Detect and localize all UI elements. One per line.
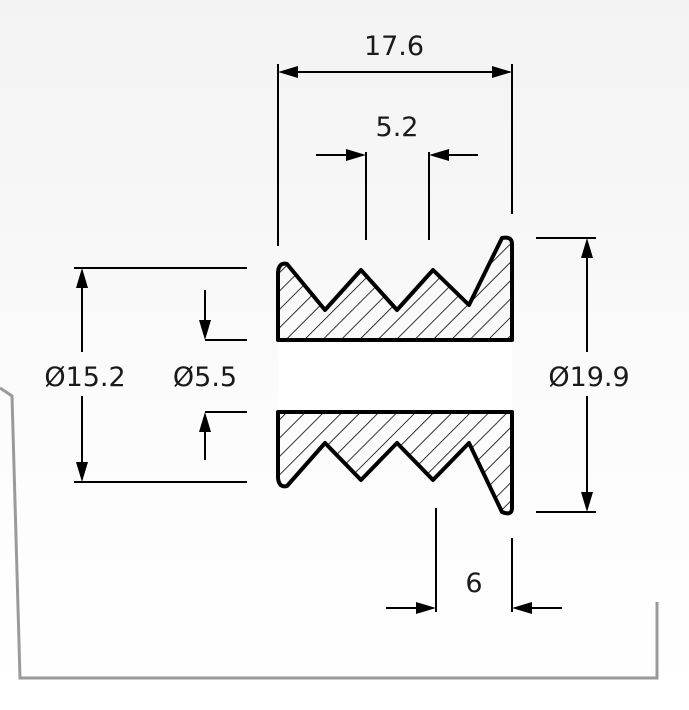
dimension-inner-diameter: Ø15.2 xyxy=(44,267,247,483)
dimension-outer-diameter: Ø19.9 xyxy=(536,237,630,513)
dimension-flange-width: 6 xyxy=(386,508,562,614)
dimension-bore-diameter: Ø5.5 xyxy=(173,290,247,460)
label-outer-diameter: Ø19.9 xyxy=(548,362,629,393)
label-inner-diameter: Ø15.2 xyxy=(44,362,125,393)
label-bore-diameter: Ø5.5 xyxy=(173,362,237,393)
section-top-hatch xyxy=(278,237,512,340)
page-border xyxy=(0,386,659,680)
label-groove-pitch: 5.2 xyxy=(376,112,419,143)
label-flange-width: 6 xyxy=(465,568,482,599)
dimension-overall-width: 17.6 xyxy=(277,31,513,246)
bore-channel xyxy=(278,340,512,412)
section-bottom-outline xyxy=(276,410,514,516)
section-top-outline xyxy=(276,235,514,342)
section-bottom-hatch xyxy=(278,412,512,514)
dimension-groove-pitch: 5.2 xyxy=(316,112,478,240)
label-overall-width: 17.6 xyxy=(364,31,424,62)
